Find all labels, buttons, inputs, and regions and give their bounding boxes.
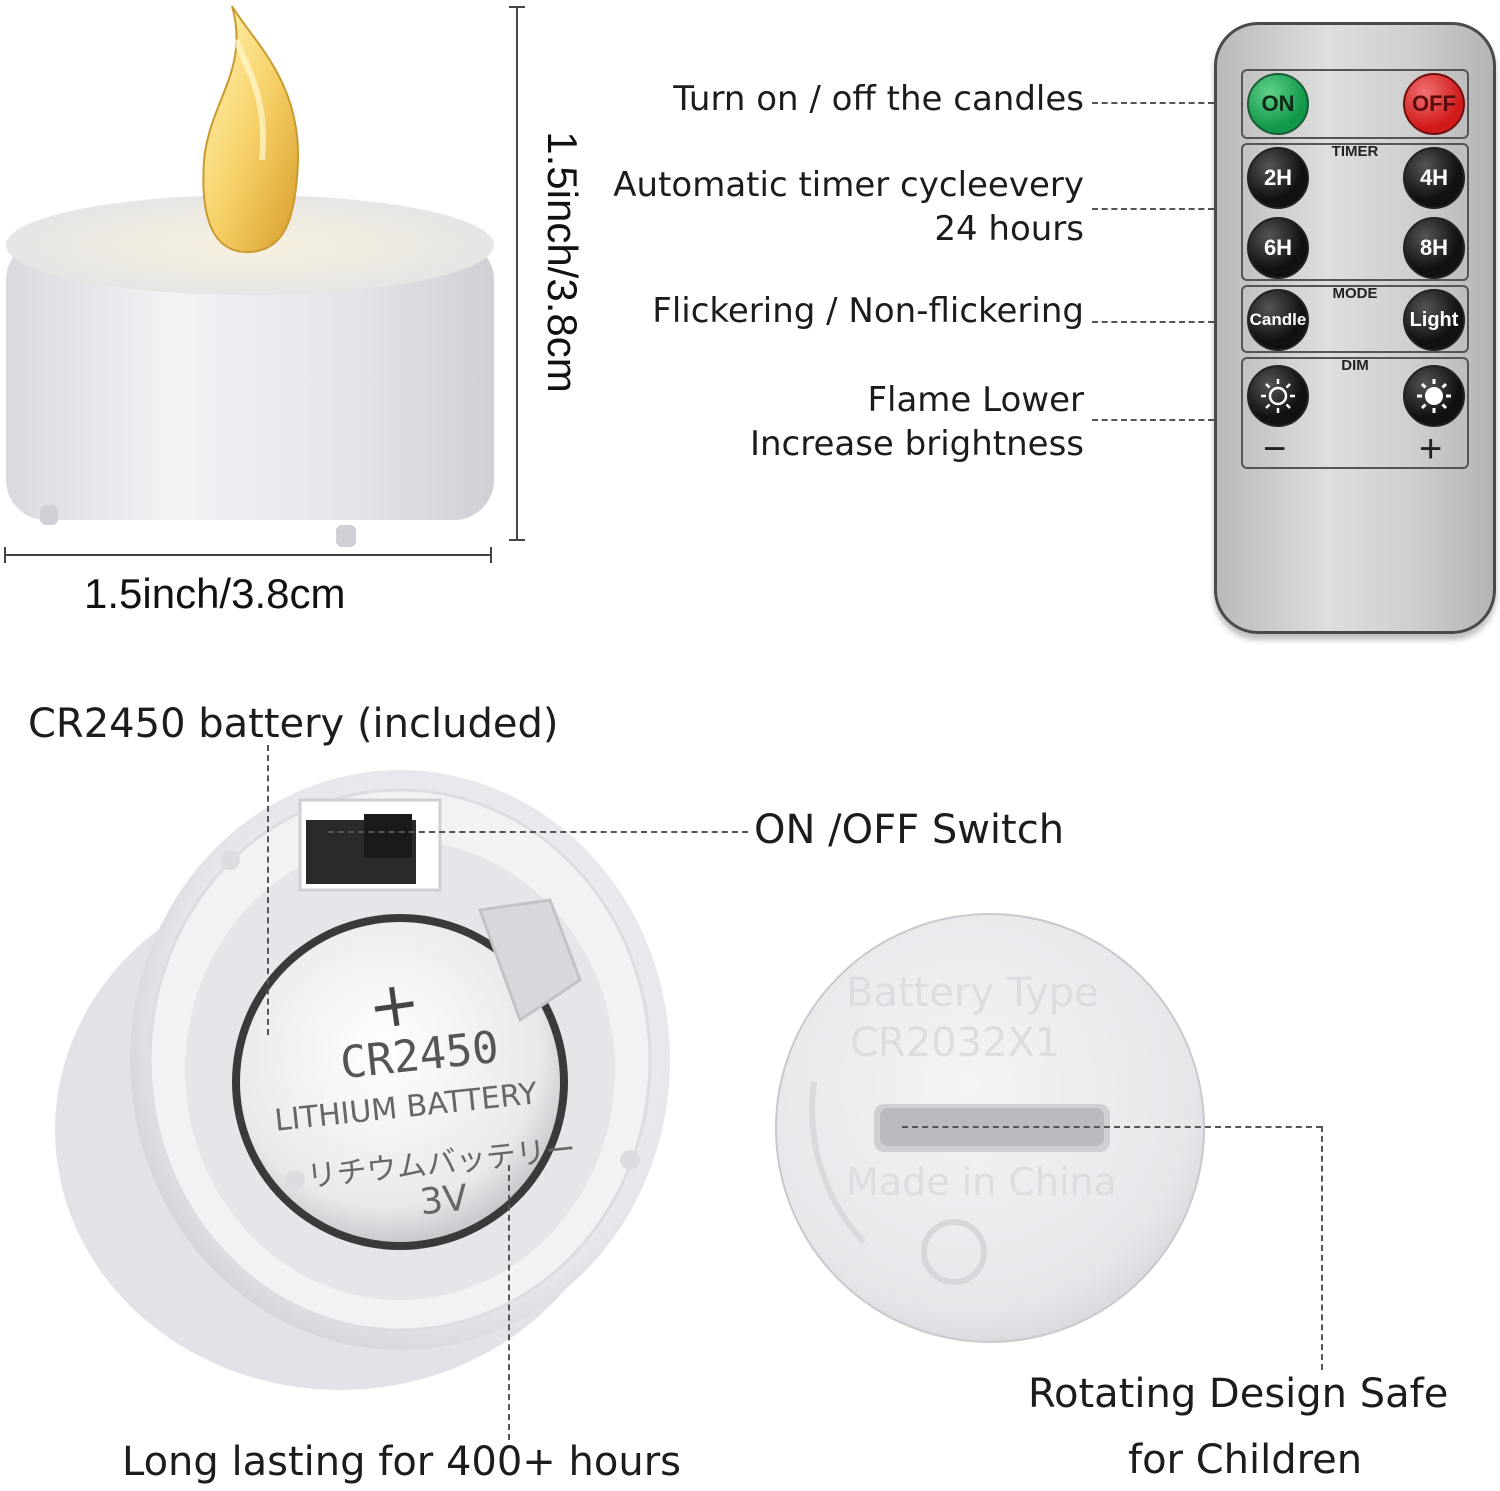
dim-minus-sign: − <box>1263 427 1287 471</box>
battery-leader-line <box>267 745 269 1035</box>
sun-outline-icon <box>1261 379 1295 413</box>
lasting-label: Long lasting for 400+ hours <box>122 1439 681 1485</box>
dim-down-button[interactable] <box>1247 365 1309 427</box>
switch-leader-line <box>328 831 748 833</box>
cover-emboss-battery-type: Battery Type <box>846 970 1099 1016</box>
width-dimension-tick-right <box>490 547 492 563</box>
width-dimension-tick-left <box>4 547 6 563</box>
mode-leader-line <box>1092 321 1214 323</box>
timer-8h-button[interactable]: 8H <box>1403 217 1465 279</box>
dim-plus-sign: + <box>1419 427 1443 471</box>
lasting-leader-line <box>508 1165 510 1440</box>
battery-compartment-image <box>55 770 670 1390</box>
mode-description: Flickering / Non-flickering <box>652 291 1084 331</box>
height-dimension-label: 1.5inch/3.8cm <box>539 131 586 393</box>
width-dimension-line <box>4 554 492 556</box>
height-dimension-tick-top <box>509 6 525 8</box>
onoff-description: Turn on / off the candles <box>673 79 1084 119</box>
on-button[interactable]: ON <box>1247 73 1309 135</box>
dim-leader-line <box>1092 419 1214 421</box>
dim-panel: DIM − <box>1241 357 1469 469</box>
dim-panel-title: DIM <box>1341 357 1369 374</box>
remote-control: ON OFF TIMER 2H 4H 6H 8H MODE Candle Lig… <box>1214 22 1496 634</box>
timer-panel-title: TIMER <box>1331 143 1379 160</box>
height-dimension-tick-bottom <box>509 539 525 541</box>
mode-panel: MODE Candle Light <box>1241 285 1469 353</box>
sun-filled-icon <box>1417 379 1451 413</box>
cover-leader-line-vertical <box>1321 1126 1323 1370</box>
power-panel: ON OFF <box>1241 69 1469 139</box>
cover-leader-line-horizontal <box>902 1126 1322 1128</box>
safe-design-label-line1: Rotating Design Safe <box>1028 1371 1449 1417</box>
onoff-leader-line <box>1092 102 1214 104</box>
dim-description-line1: Flame Lower <box>867 380 1084 420</box>
timer-panel: TIMER 2H 4H 6H 8H <box>1241 143 1469 281</box>
timer-2h-button[interactable]: 2H <box>1247 147 1309 209</box>
height-dimension-line <box>516 6 518 540</box>
tea-light-candle-image <box>6 5 494 547</box>
timer-4h-button[interactable]: 4H <box>1403 147 1465 209</box>
timer-description-line1: Automatic timer cycleevery <box>613 165 1084 205</box>
battery-title: CR2450 battery (included) <box>28 701 559 747</box>
off-button[interactable]: OFF <box>1403 73 1465 135</box>
timer-description-line2: 24 hours <box>934 209 1084 249</box>
light-mode-button[interactable]: Light <box>1403 289 1465 351</box>
cover-emboss-made-in: Made in China <box>846 1160 1117 1204</box>
mode-panel-title: MODE <box>1332 285 1378 302</box>
cover-emboss-model: CR2032X1 <box>850 1020 1061 1066</box>
dim-description-line2: Increase brightness <box>749 424 1084 464</box>
switch-label: ON /OFF Switch <box>754 807 1065 853</box>
timer-leader-line <box>1092 208 1214 210</box>
dim-up-button[interactable] <box>1403 365 1465 427</box>
safe-design-label-line2: for Children <box>1128 1437 1363 1483</box>
width-dimension-label: 1.5inch/3.8cm <box>84 570 346 617</box>
candle-mode-button[interactable]: Candle <box>1247 289 1309 351</box>
timer-6h-button[interactable]: 6H <box>1247 217 1309 279</box>
battery-cover-image <box>775 913 1205 1343</box>
battery-voltage-text: 3V <box>417 1177 470 1224</box>
